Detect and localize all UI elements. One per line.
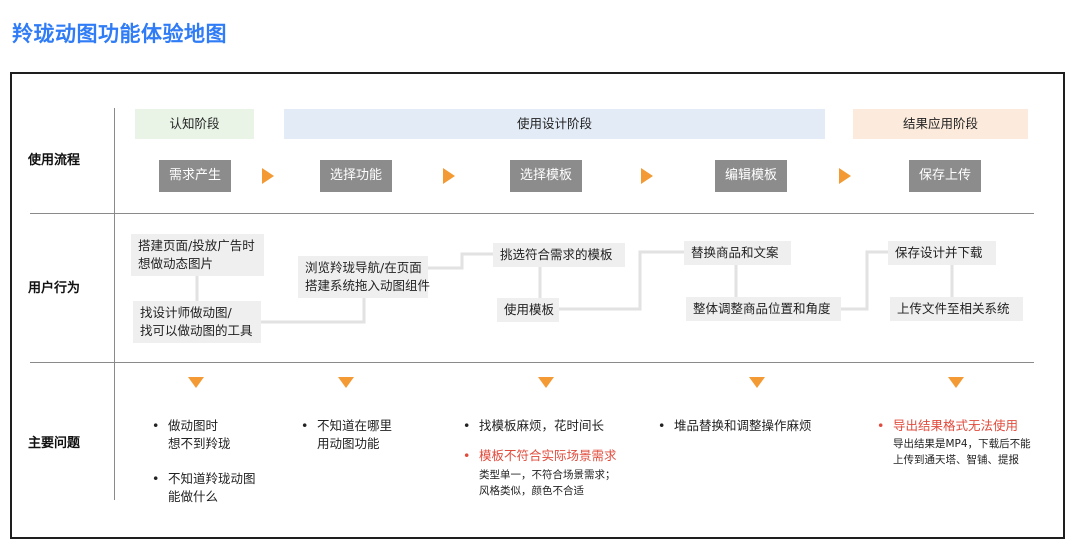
issue-export-format-detail: 导出结果是MP4，下载后不能 上传到通天塔、智铺、提报 [893,436,1031,468]
issue-template-mismatch-detail: 类型单一，不符合场景需求； 风格类似，颜色不合适 [479,467,616,499]
arrow-down-icon [538,377,554,388]
row-divider-1 [30,213,1034,214]
issue-template-mismatch: • 模板不符合实际场景需求 [463,447,617,465]
arrow-right-icon [839,168,851,184]
bullet-icon: • [152,418,160,433]
step-need: 需求产生 [159,160,231,192]
behavior-replace-goods: 替换商品和文案 [684,241,791,265]
behavior-save-download: 保存设计并下载 [888,241,996,265]
step-edit-template: 编辑模板 [715,160,787,192]
arrow-down-icon [749,377,765,388]
issue-detail-text: 上传到通天塔、智铺、提报 [893,454,1019,466]
bullet-icon: • [658,418,666,433]
arrow-down-icon [338,377,354,388]
behavior-find-designer: 找设计师做动图/ 找可以做动图的工具 [133,301,261,343]
behavior-use-template: 使用模板 [497,298,559,322]
arrow-down-icon [948,377,964,388]
behavior-text: 找设计师做动图/ [140,305,232,320]
bullet-icon: • [463,448,471,463]
row-label-issues: 主要问题 [28,436,81,451]
step-save-upload: 保存上传 [909,160,981,192]
issue-unknown-capability: • 不知道羚珑动图 能做什么 [152,470,256,506]
bullet-icon: • [877,418,885,433]
stage-design: 使用设计阶段 [284,109,825,139]
issue-text: 想不到羚珑 [168,436,231,451]
diagram-frame [10,72,1065,539]
behavior-upload-file: 上传文件至相关系统 [890,297,1023,321]
issue-detail-text: 风格类似，颜色不合适 [479,485,584,497]
issue-edit-cumbersome: • 堆品替换和调整操作麻烦 [658,417,812,435]
bullet-icon: • [152,471,160,486]
issue-text: 找模板麻烦，花时间长 [479,418,605,433]
issue-template-search: • 找模板麻烦，花时间长 [463,417,604,435]
behavior-text: 找可以做动图的工具 [140,323,253,338]
arrow-right-icon [443,168,455,184]
issue-detail-text: 导出结果是MP4，下载后不能 [893,438,1031,450]
issue-text: 能做什么 [168,489,219,504]
issue-text: 用动图功能 [317,436,380,451]
arrow-right-icon [641,168,653,184]
step-select-template: 选择模板 [510,160,582,192]
behavior-build-page: 搭建页面/投放广告时 想做动态图片 [131,234,264,276]
issue-text: 不知道羚珑动图 [168,471,256,486]
behavior-browse-nav: 浏览羚珑导航/在页面 搭建系统拖入动图组件 [298,256,431,298]
page-title: 羚珑动图功能体验地图 [12,22,227,46]
step-select-function: 选择功能 [320,160,392,192]
issue-no-recall: • 做动图时 想不到羚珑 [152,417,231,453]
issue-detail-text: 类型单一，不符合场景需求； [479,469,616,481]
stage-application: 结果应用阶段 [853,109,1028,139]
row-divider-vertical [114,108,115,500]
arrow-right-icon [262,168,274,184]
stage-awareness: 认知阶段 [135,109,254,139]
arrow-down-icon [188,377,204,388]
behavior-text: 浏览羚珑导航/在页面 [305,260,422,275]
issue-text: 堆品替换和调整操作麻烦 [674,418,812,433]
row-label-flow: 使用流程 [28,153,81,168]
row-label-behavior: 用户行为 [28,281,81,296]
issue-text: 导出结果格式无法使用 [893,418,1019,433]
bullet-icon: • [463,418,471,433]
issue-entry-unknown: • 不知道在哪里 用动图功能 [301,417,392,453]
issue-text: 做动图时 [168,418,219,433]
behavior-text: 搭建页面/投放广告时 [138,238,255,253]
behavior-adjust-goods: 整体调整商品位置和角度 [686,297,841,321]
behavior-text: 想做动态图片 [138,256,214,271]
row-divider-2 [30,362,1034,363]
issue-export-format: • 导出结果格式无法使用 [877,417,1018,435]
behavior-pick-template: 挑选符合需求的模板 [493,243,625,267]
issue-text: 不知道在哪里 [317,418,393,433]
bullet-icon: • [301,418,309,433]
behavior-text: 搭建系统拖入动图组件 [305,278,431,293]
issue-text: 模板不符合实际场景需求 [479,448,617,463]
